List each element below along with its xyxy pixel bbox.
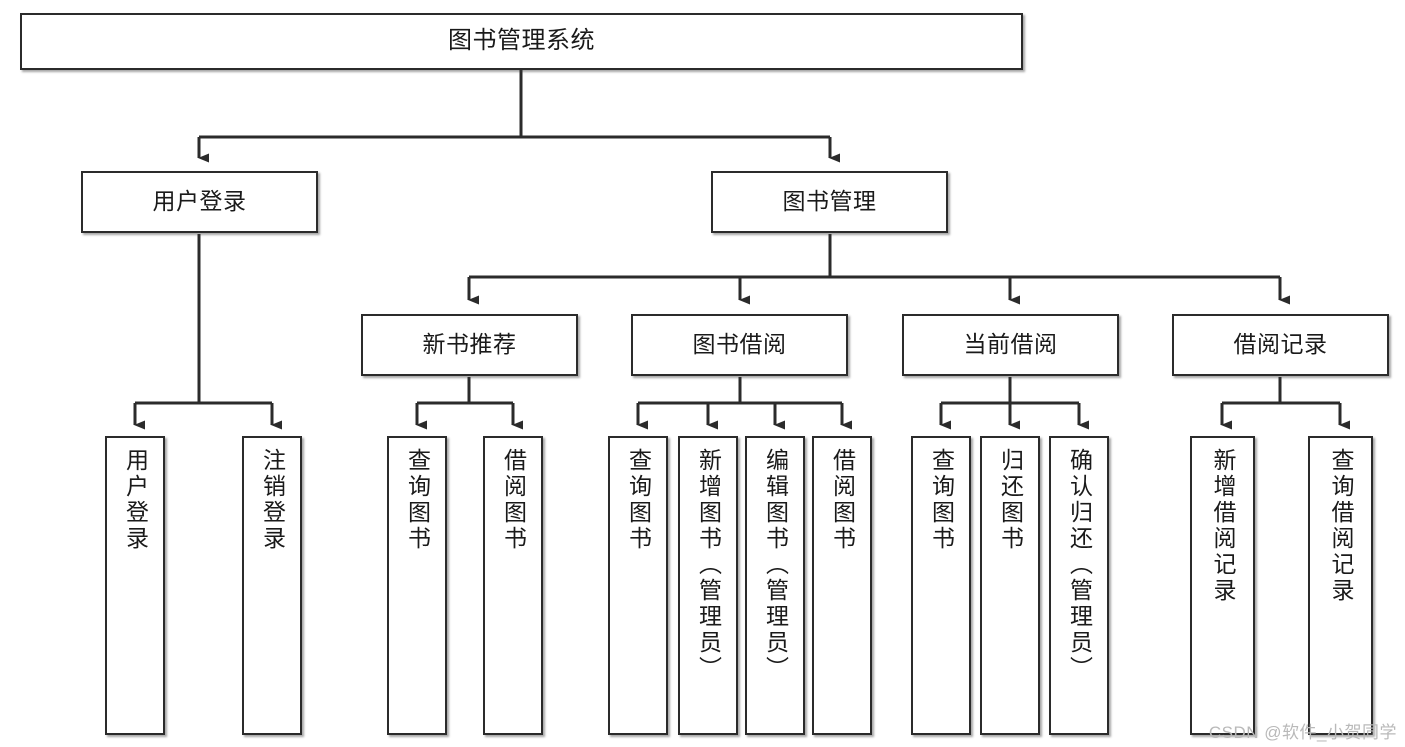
node-user-login[interactable]: 用户登录 — [81, 171, 318, 233]
node-label: 借阅记录 — [1233, 331, 1328, 358]
node-label: 当前借阅 — [963, 331, 1058, 358]
leaf-borrow-add-book-admin[interactable]: 新增图书（管理员） — [678, 436, 738, 735]
node-label: 查询图书 — [928, 448, 955, 552]
leaf-user-login[interactable]: 用户登录 — [105, 436, 165, 735]
node-book-management[interactable]: 图书管理 — [711, 171, 948, 233]
node-label: 图书借阅 — [692, 331, 787, 358]
node-label: 查询图书 — [404, 448, 431, 552]
leaf-borrow-edit-book-admin[interactable]: 编辑图书（管理员） — [745, 436, 805, 735]
node-label: 新书推荐 — [422, 331, 517, 358]
leaf-recommend-query-book[interactable]: 查询图书 — [387, 436, 447, 735]
node-label: 新增图书（管理员） — [695, 448, 722, 682]
node-label: 归还图书 — [997, 448, 1024, 552]
leaf-record-add-borrow-record[interactable]: 新增借阅记录 — [1190, 436, 1255, 735]
leaf-current-query-book[interactable]: 查询图书 — [911, 436, 971, 735]
node-label: 图书管理系统 — [448, 27, 595, 55]
node-new-book-recommend[interactable]: 新书推荐 — [361, 314, 578, 376]
node-label: 注销登录 — [259, 448, 286, 552]
leaf-borrow-query-book[interactable]: 查询图书 — [608, 436, 668, 735]
leaf-current-confirm-return-admin[interactable]: 确认归还（管理员） — [1049, 436, 1109, 735]
node-label: 借阅图书 — [829, 448, 856, 552]
node-label: 图书管理 — [782, 188, 877, 215]
node-label: 用户登录 — [122, 448, 149, 552]
node-label: 借阅图书 — [500, 448, 527, 552]
leaf-record-query-borrow-record[interactable]: 查询借阅记录 — [1308, 436, 1373, 735]
node-current-borrow[interactable]: 当前借阅 — [902, 314, 1119, 376]
node-borrow-record[interactable]: 借阅记录 — [1172, 314, 1389, 376]
node-label: 确认归还（管理员） — [1066, 448, 1093, 682]
node-label: 新增借阅记录 — [1210, 448, 1236, 604]
csdn-watermark: CSDN @软件_小贺同学 — [1208, 723, 1397, 742]
leaf-user-logout[interactable]: 注销登录 — [242, 436, 302, 735]
node-label: 查询图书 — [625, 448, 652, 552]
node-root-system[interactable]: 图书管理系统 — [20, 13, 1023, 70]
leaf-borrow-borrow-book[interactable]: 借阅图书 — [812, 436, 872, 735]
node-label: 用户登录 — [152, 188, 247, 215]
node-label: 编辑图书（管理员） — [762, 448, 789, 682]
node-book-borrow[interactable]: 图书借阅 — [631, 314, 848, 376]
leaf-current-return-book[interactable]: 归还图书 — [980, 436, 1040, 735]
leaf-recommend-borrow-book[interactable]: 借阅图书 — [483, 436, 543, 735]
node-label: 查询借阅记录 — [1328, 448, 1354, 604]
